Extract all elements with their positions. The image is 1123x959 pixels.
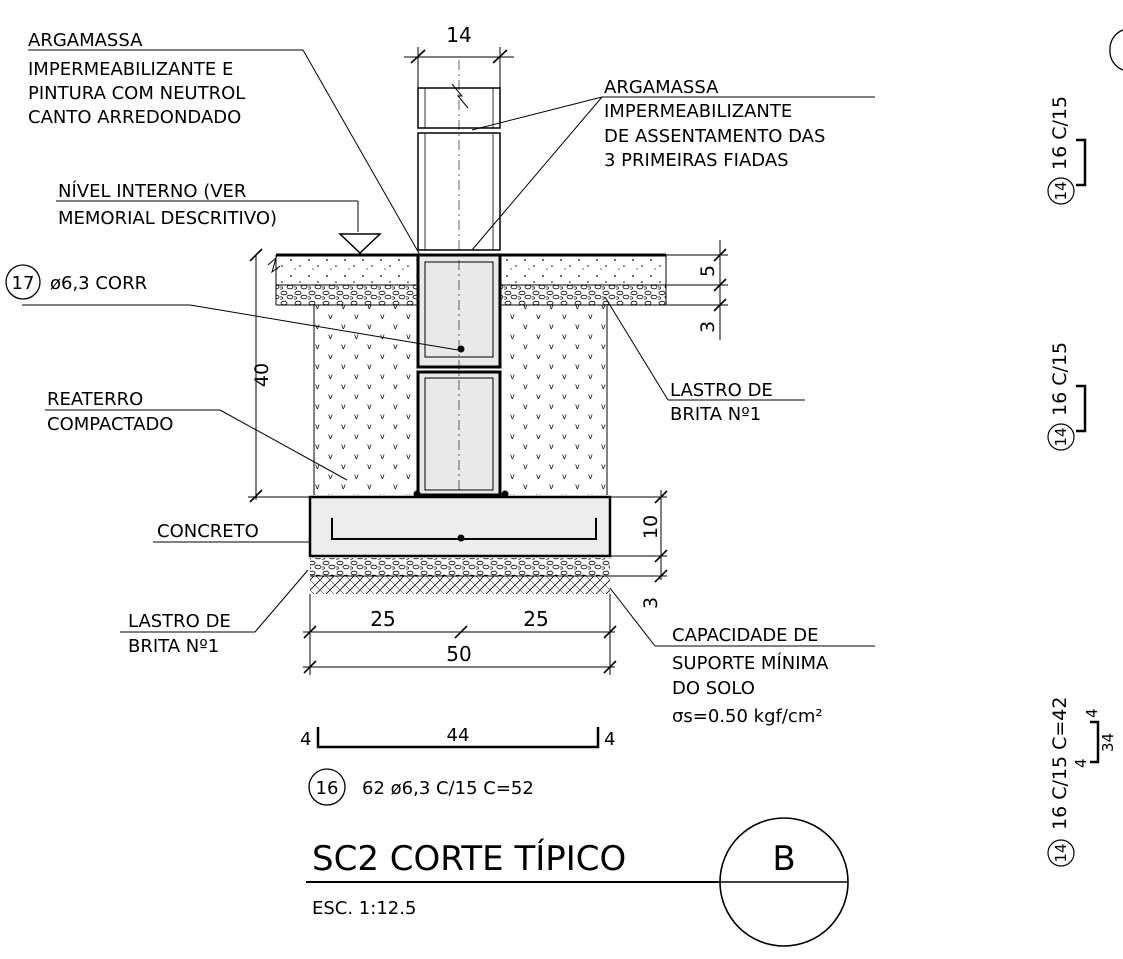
lastro-right-line-1: LASTRO DE — [670, 380, 773, 401]
arg2-note: ARGAMASSA IMPERMEABILIZANTE DE ASSENTAME… — [604, 77, 825, 171]
arg1-line-2: IMPERMEABILIZANTE E — [28, 59, 233, 80]
drawing-title: SC2 CORTE TÍPICO — [312, 838, 626, 879]
arg2-line-2: IMPERMEABILIZANTE — [604, 101, 792, 122]
arg1-line-4: CANTO ARREDONDADO — [28, 107, 241, 128]
dim-3-top: 3 — [697, 321, 719, 333]
bar16-mid: 44 — [447, 725, 470, 746]
dim-50: 50 — [446, 642, 471, 666]
lastro-right-note: LASTRO DE BRITA Nº1 — [670, 380, 773, 425]
dim-10: 10 — [640, 515, 662, 539]
right-bar-2-text: 16 C/15 — [1049, 342, 1071, 416]
lastro-left-line-1: LASTRO DE — [128, 611, 231, 632]
reaterro-note: REATERRO COMPACTADO — [47, 389, 173, 435]
nivel-line-1: NÍVEL INTERNO (VER — [58, 180, 246, 202]
bar17-callout: 17 ø6,3 CORR — [5, 264, 147, 300]
right-bar-1: 14 16 C/15 — [1047, 96, 1087, 205]
edge-circle-fragment — [1109, 29, 1123, 71]
right-bar-3-number: 14 — [1052, 843, 1070, 862]
capacidade-line-2: SUPORTE MÍNIMA — [672, 652, 829, 674]
title-block: SC2 CORTE TÍPICO ESC. 1:12.5 B — [306, 817, 849, 947]
right-bar-1-text: 16 C/15 — [1049, 96, 1071, 170]
backfill — [313, 305, 608, 495]
reaterro-line-2: COMPACTADO — [47, 414, 173, 435]
dim-25-right: 25 — [523, 607, 548, 631]
right-bar-2-number: 14 — [1052, 427, 1070, 446]
capacidade-line-1: CAPACIDADE DE — [672, 625, 819, 646]
dim-14: 14 — [446, 23, 471, 47]
detail-letter: B — [772, 839, 795, 879]
dimension-lines — [248, 47, 728, 675]
reaterro-line-1: REATERRO — [47, 389, 143, 410]
arg2-line-3: DE ASSENTAMENTO DAS — [604, 126, 825, 147]
arg1-line-3: PINTURA COM NEUTROL — [28, 83, 245, 104]
leader-lines — [22, 49, 875, 647]
lastro-right-line-2: BRITA Nº1 — [670, 404, 761, 425]
right-bar-3-dim-top: 4 — [1083, 708, 1101, 718]
bar16-number: 16 — [316, 778, 339, 799]
dim-25-left: 25 — [370, 607, 395, 631]
capacidade-line-3: DO SOLO — [672, 678, 755, 699]
bar17-number: 17 — [12, 273, 35, 294]
block-wall — [413, 60, 509, 540]
right-bar-1-number: 14 — [1052, 181, 1070, 200]
bar17-text: ø6,3 CORR — [50, 273, 147, 294]
concrete-footing — [308, 495, 612, 594]
right-bar-3-dim-length: 34 — [1099, 733, 1117, 752]
right-bar-3-dim-bottom: 4 — [1072, 758, 1090, 768]
arg2-line-1: ARGAMASSA — [604, 77, 719, 98]
level-note: NÍVEL INTERNO (VER MEMORIAL DESCRITIVO) — [58, 180, 277, 229]
capacidade-line-4: σs=0.50 kgf/cm² — [672, 706, 823, 727]
lastro-left-note: LASTRO DE BRITA Nº1 — [128, 611, 231, 657]
drawing-scale: ESC. 1:12.5 — [312, 898, 416, 919]
nivel-line-2: MEMORIAL DESCRITIVO) — [58, 208, 277, 229]
level-triangle — [338, 233, 382, 255]
right-bar-3: 14 16 C/15 C=42 4 34 4 — [1047, 697, 1117, 867]
right-bar-3-text: 16 C/15 C=42 — [1049, 697, 1071, 830]
bar16-text: 62 ø6,3 C/15 C=52 — [362, 778, 534, 799]
dim-3-bottom: 3 — [640, 597, 662, 609]
arg1-line-1: ARGAMASSA — [28, 30, 143, 51]
dimension-texts: 14 5 3 40 10 3 25 25 50 — [251, 23, 719, 666]
bar16-schedule: 4 44 4 16 62 ø6,3 C/15 C=52 — [300, 725, 615, 806]
concreto-label: CONCRETO — [157, 521, 259, 542]
dim-5: 5 — [697, 265, 719, 277]
arg1-note: ARGAMASSA IMPERMEABILIZANTE E PINTURA CO… — [28, 30, 245, 128]
lastro-left-line-2: BRITA Nº1 — [128, 636, 219, 657]
arg2-line-4: 3 PRIMEIRAS FIADAS — [604, 150, 789, 171]
bar16-right: 4 — [604, 729, 615, 750]
capacidade-note: CAPACIDADE DE SUPORTE MÍNIMA DO SOLO σs=… — [672, 625, 829, 727]
dim-40: 40 — [251, 363, 273, 387]
right-bar-2: 14 16 C/15 — [1047, 342, 1087, 451]
bar16-left: 4 — [300, 729, 311, 750]
